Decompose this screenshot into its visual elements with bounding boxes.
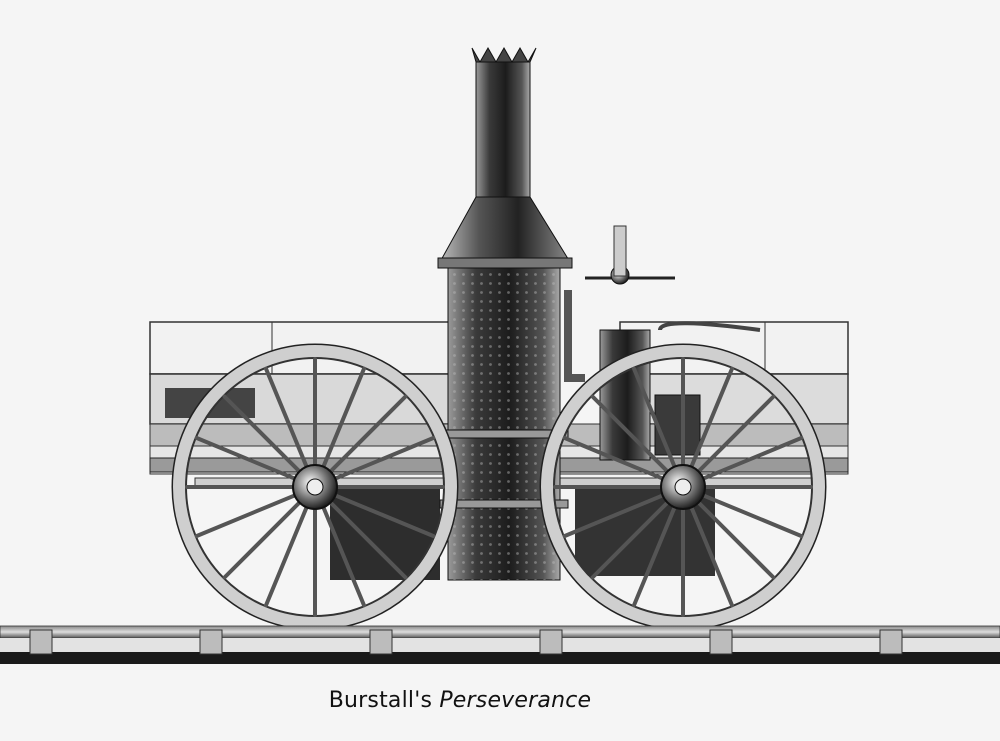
caption-name: Burstall's (328, 688, 433, 713)
caption-title: Perseverance (439, 688, 592, 713)
rail-track (0, 625, 1000, 664)
front-wheel (539, 343, 827, 631)
boiler-chimney (437, 46, 573, 581)
image-caption: Burstall's Perseverance (0, 688, 960, 713)
rear-wheel (171, 343, 459, 631)
